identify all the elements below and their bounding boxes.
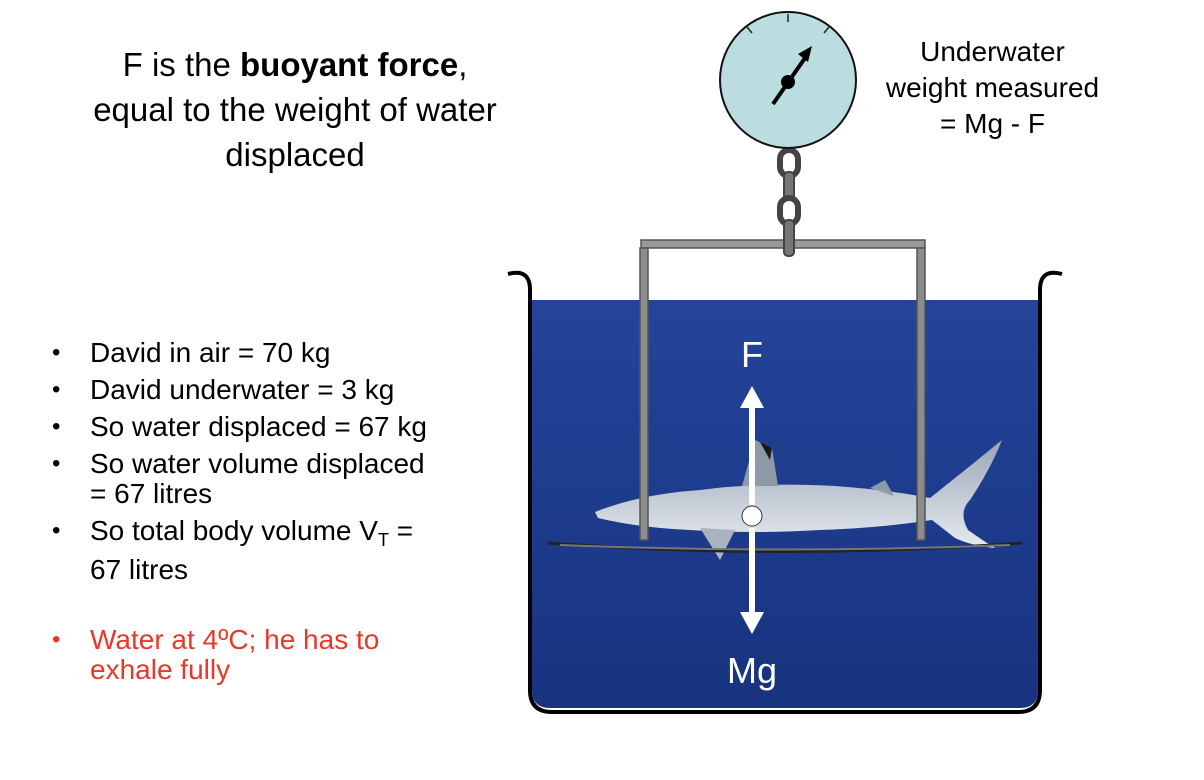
weight-force-label: Mg [726, 650, 777, 691]
bullet-text-continued: 67 litres [90, 554, 189, 585]
title-line-3: displaced [225, 136, 365, 173]
dial-scale-icon [719, 11, 857, 149]
title-line-2: equal to the weight of water [93, 91, 497, 128]
title-prefix: F is the [122, 46, 240, 83]
bullet-item-note: • Water at 4ºC; he has to exhale fully [40, 625, 520, 685]
bullet-item: • So water volume displaced = 67 litres [40, 449, 520, 509]
cradle-platform-shade [559, 544, 1011, 551]
bullet-dot-icon: • [52, 450, 61, 477]
title-suffix: , [458, 46, 468, 83]
subscript: T [377, 530, 389, 550]
scale-label: Underwater weight measured = Mg - F [855, 34, 1130, 142]
tank-outline [507, 270, 1063, 714]
bullet-item: • David in air = 70 kg [40, 338, 520, 368]
bullet-dot-icon: • [52, 376, 61, 403]
note-text: Water at 4ºC; he has to [90, 624, 380, 655]
bullet-text: David underwater = 3 kg [90, 374, 395, 405]
buoyant-force-label: F [741, 334, 763, 375]
bullet-item: • David underwater = 3 kg [40, 375, 520, 405]
title: F is the buoyant force, equal to the wei… [40, 42, 550, 177]
bullet-text: David in air = 70 kg [90, 337, 331, 368]
scale-label-line-3: = Mg - F [939, 108, 1045, 139]
bullet-dot-icon: • [52, 517, 61, 544]
bullet-dot-icon: • [52, 626, 61, 653]
bullet-text: So water volume displaced [90, 448, 425, 479]
bullet-dot-icon: • [52, 413, 61, 440]
scale-label-line-1: Underwater [920, 36, 1065, 67]
bullet-item: • So water displaced = 67 kg [40, 412, 520, 442]
bullet-text: So total body volume V [90, 515, 378, 546]
chain [777, 147, 801, 257]
bullet-text-continued: = 67 litres [90, 478, 213, 509]
bullet-item: • So total body volume VT = 67 litres [40, 516, 520, 585]
force-arrows [740, 386, 764, 634]
bullet-list: • David in air = 70 kg • David underwater … [40, 338, 520, 692]
scale-label-line-2: weight measured [885, 72, 1100, 103]
title-bold-term: buoyant force [240, 46, 459, 83]
bullet-text-suffix: = [388, 515, 414, 546]
bullet-text: So water displaced = 67 kg [90, 411, 427, 442]
note-text-continued: exhale fully [90, 654, 231, 685]
bullet-dot-icon: • [52, 339, 61, 366]
